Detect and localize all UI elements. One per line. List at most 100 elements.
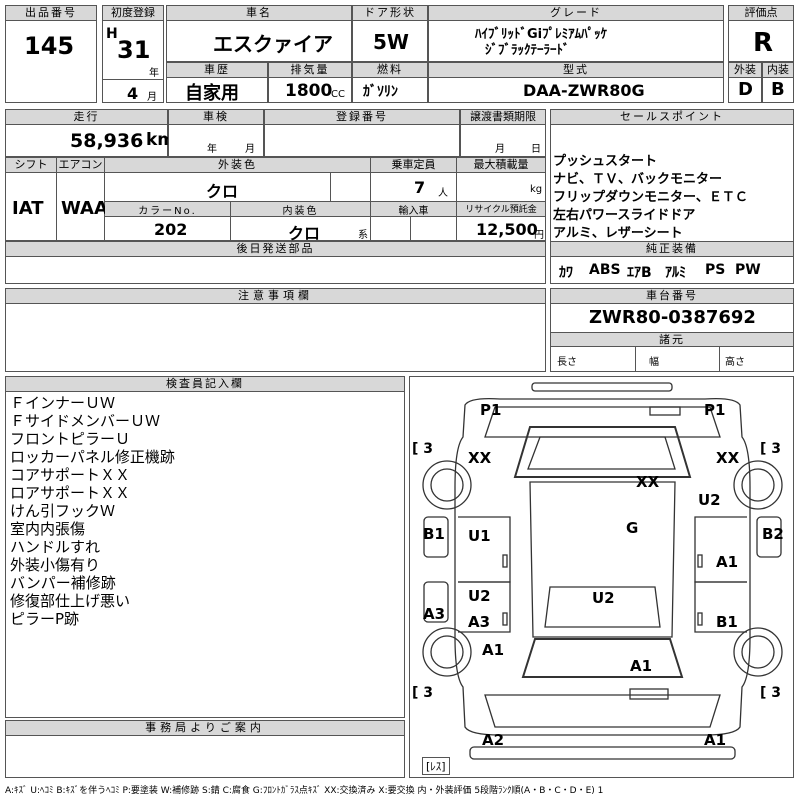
mark-xx-left: XX <box>468 449 492 467</box>
car-outline <box>422 382 783 760</box>
mark-u2-right: U2 <box>698 491 721 509</box>
equipment-label: 純正装備 <box>551 242 793 257</box>
color-no: 202 <box>154 220 188 239</box>
office-box: 事務局よりご案内 <box>5 720 405 778</box>
shift: IAT <box>12 198 44 219</box>
sales-line: プッシュスタート <box>553 154 658 169</box>
note-line: ＦサイドメンバーＵＷ <box>10 412 161 430</box>
lot-number: 145 <box>24 32 75 60</box>
ac: WAA <box>61 198 108 219</box>
ext-grade: D <box>738 79 753 100</box>
score-box: 評価点 R <box>728 5 794 62</box>
note-line: 修復部仕上げ悪い <box>10 592 131 610</box>
int-color-label: 内装色 <box>231 202 370 217</box>
ext-grade-box: 外装 D <box>728 62 762 103</box>
mark-a1-bottom: A1 <box>704 731 727 749</box>
sales-box: セールスポイント プッシュスタート ナビ、ＴＶ、バックモニター フリップダウンモ… <box>550 109 794 259</box>
width-label: 幅 <box>649 357 659 368</box>
grade-box: グレード ﾊｲﾌﾞﾘｯﾄﾞGiﾌﾟﾚﾐｱﾑﾊﾟｯｹ ｼﾞﾌﾞﾗｯｸﾃｰﾗｰﾄﾞ <box>428 5 724 62</box>
mileage-box: 走行 58,936 km <box>5 109 175 157</box>
note-line: 外装小傷有り <box>10 556 101 574</box>
chassis-label: 車台番号 <box>551 289 793 304</box>
reg-month: 4 <box>127 84 139 103</box>
fuel: ｶﾞｿﾘﾝ <box>363 84 398 100</box>
mark-p1-left: P1 <box>480 401 502 419</box>
score: R <box>753 28 774 58</box>
mark-3-bottom-right: [ 3 <box>760 685 782 701</box>
car-name-box: 車名 エスクァイア <box>166 5 352 62</box>
note-line: 室内内張傷 <box>10 520 86 538</box>
history-label: 車歴 <box>167 63 267 78</box>
year-unit: 年 <box>149 68 159 79</box>
mark-u2-left: U2 <box>468 587 491 605</box>
mark-g: G <box>626 519 639 537</box>
mark-b1-right: B1 <box>716 613 738 631</box>
capacity: 7 <box>414 178 426 197</box>
inspection-box: 車検 年 月 <box>168 109 264 157</box>
length-label: 長さ <box>557 357 577 368</box>
reg-no-label: 登録番号 <box>265 110 459 125</box>
inspection-label: 車検 <box>169 110 263 125</box>
chassis-number: ZWR80-0387692 <box>589 307 756 328</box>
grade-line2: ｼﾞﾌﾞﾗｯｸﾃｰﾗｰﾄﾞ <box>485 43 570 58</box>
note-line: コアサポートＸＸ <box>10 466 131 484</box>
displacement: 1800 <box>285 81 333 101</box>
note-line: ハンドルすれ <box>10 538 101 556</box>
capacity-label: 乗車定員 <box>370 158 456 173</box>
note-line: ＦインナーＵＷ <box>10 394 116 412</box>
equip-item: PW <box>735 262 761 278</box>
mark-a1-left: A1 <box>482 641 505 659</box>
equip-item: ABS <box>589 262 621 278</box>
ac-label: エアコン <box>56 158 104 173</box>
note-line: ロッカーパネル修正機跡 <box>10 448 175 466</box>
recycle-label: リサイクル預託金 <box>457 202 545 216</box>
sales-line: 左右パワースライドドア <box>553 208 696 223</box>
office-label: 事務局よりご案内 <box>6 721 404 736</box>
int-label: 内装 <box>763 63 793 78</box>
fuel-label: 燃料 <box>353 63 427 78</box>
mark-res: [ﾚｽ] <box>422 757 450 775</box>
grade-line1: ﾊｲﾌﾞﾘｯﾄﾞGiﾌﾟﾚﾐｱﾑﾊﾟｯｹ <box>475 27 608 42</box>
note-line: けん引フックＷ <box>10 502 116 520</box>
chassis-box: 車台番号 ZWR80-0387692 諸元 長さ 幅 高さ <box>550 288 794 372</box>
import-label: 輸入車 <box>371 202 456 217</box>
equip-item: ｱﾙﾐ <box>665 265 686 281</box>
inspector-box: 検査員記入欄 ＦインナーＵＷ ＦサイドメンバーＵＷ フロントピラーＵ ロッカーパ… <box>5 376 405 718</box>
later-parts-box: 後日発送部品 <box>5 241 546 284</box>
spec-label: 諸元 <box>551 332 793 347</box>
grade-label: グレード <box>429 6 723 21</box>
door-label: ドア形状 <box>353 6 427 21</box>
spec-grid: シフト エアコン 外装色 乗車定員 最大積載量 IAT WAA クロ 7 人 k… <box>5 157 546 243</box>
note-line: ピラーP跡 <box>10 610 80 628</box>
reg-no-box: 登録番号 <box>264 109 460 157</box>
tr-day-unit: 日 <box>531 144 541 155</box>
tr-month-unit: 月 <box>495 144 505 155</box>
mileage: 58,936 <box>70 130 144 152</box>
car-name-label: 車名 <box>167 6 351 21</box>
first-reg-label: 初度登録 <box>103 6 163 21</box>
note-line: ロアサポートＸＸ <box>10 484 131 502</box>
max-load-unit: kg <box>530 184 543 195</box>
score-label: 評価点 <box>729 6 793 21</box>
model-box: 型式 DAA-ZWR80G <box>428 62 724 103</box>
history-box: 車歴 自家用 <box>166 62 268 104</box>
lot-label: 出品番号 <box>6 6 96 21</box>
mark-u1: U1 <box>468 527 491 545</box>
sales-line: アルミ、レザーシート <box>553 226 683 241</box>
equipment-box: 純正装備 ｶﾜ ABS ｴｱB ｱﾙﾐ PS PW <box>550 241 794 284</box>
fuel-box: 燃料 ｶﾞｿﾘﾝ <box>352 62 428 103</box>
ext-label: 外装 <box>729 63 761 78</box>
first-reg-box: 初度登録 H 31 年 4 月 <box>102 5 164 103</box>
sales-label: セールスポイント <box>551 110 793 125</box>
month-unit: 月 <box>147 92 157 103</box>
capacity-unit: 人 <box>438 188 448 199</box>
equip-item: ｶﾜ <box>559 265 573 281</box>
recycle: 12,500 <box>476 220 538 239</box>
recycle-unit: 円 <box>534 230 544 241</box>
int-color-unit: 系 <box>358 230 368 241</box>
mark-xx-right: XX <box>716 449 740 467</box>
int-color: クロ <box>288 224 321 243</box>
mark-3-top-right: [ 3 <box>760 441 782 457</box>
mark-u2-center: U2 <box>592 589 615 607</box>
mark-xx-center: XX <box>636 473 660 491</box>
